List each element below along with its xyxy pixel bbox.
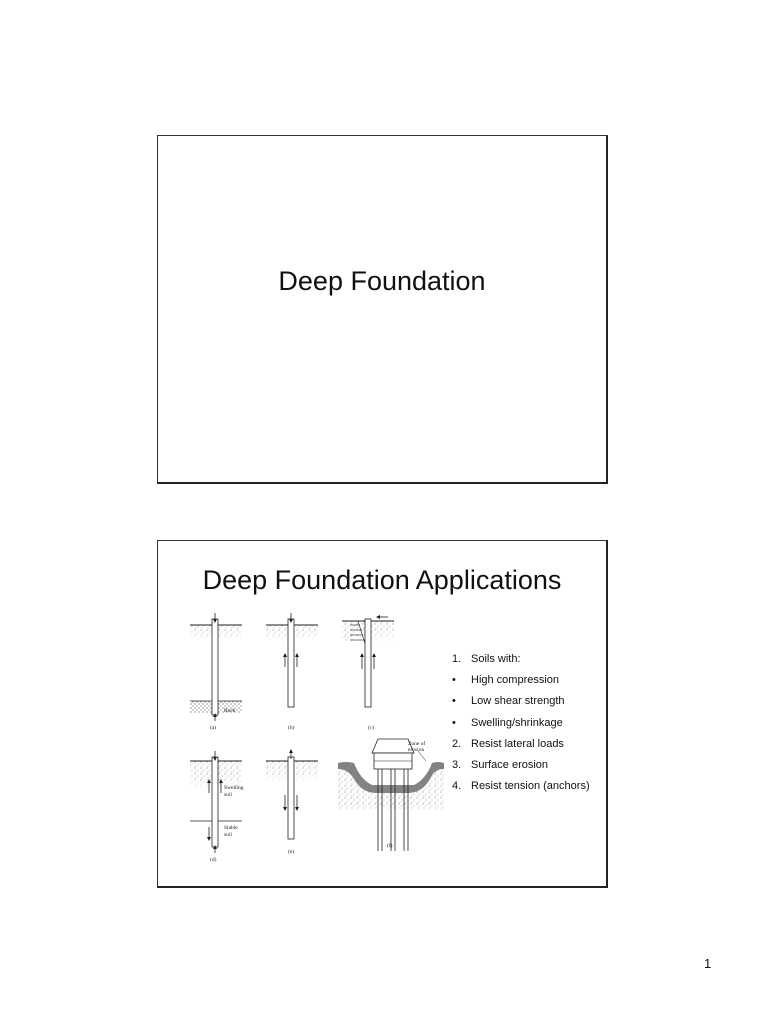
list-item-text: Surface erosion	[471, 759, 549, 772]
list-item: 1. Soils with:	[452, 649, 590, 670]
list-item: 2. Resist lateral loads	[452, 734, 590, 755]
panel-b: (b)	[266, 613, 318, 731]
list-marker: 2.	[452, 737, 462, 750]
panel-d-label: (d)	[210, 856, 217, 863]
stable-soil-label-2: soil	[224, 832, 232, 838]
panel-e-label: (e)	[288, 848, 294, 855]
list-item-text: Resist tension (anchors)	[471, 780, 590, 793]
panel-a-label: (a)	[210, 724, 216, 731]
applications-list: 1. Soils with: • High compression • Low she…	[452, 649, 590, 797]
pile-applications-figure: (a) Rock (b)	[190, 613, 444, 863]
panel-c-label: (c)	[368, 724, 374, 731]
list-marker: •	[452, 674, 456, 687]
list-item: 4. Resist tension (anchors)	[452, 776, 590, 797]
list-item-text: High compression	[471, 674, 560, 687]
list-item: 3. Surface erosion	[452, 755, 590, 776]
panel-f: Zone of erosion (f)	[338, 738, 444, 851]
slide-1-title: Deep Foundation	[278, 266, 486, 296]
swelling-soil-label-2: soil	[224, 792, 232, 798]
stable-soil-label-1: Stable	[224, 825, 238, 831]
slide-2: Deep Foundation Applications	[157, 540, 608, 888]
list-item-text: Low shear strength	[471, 695, 565, 708]
list-item-text: Soils with:	[471, 653, 521, 665]
panel-e: (e)	[266, 749, 318, 855]
panel-a: (a) Rock	[190, 613, 242, 731]
panel-f-label: (f)	[387, 842, 393, 849]
list-item-text: Swelling/shrinkage	[471, 716, 563, 729]
list-item: • Low shear strength	[452, 691, 590, 712]
panel-b-label: (b)	[288, 724, 295, 731]
erosion-zone-label-2: erosion	[408, 747, 424, 753]
list-item-text: Resist lateral loads	[471, 737, 564, 750]
panel-c: (c)	[342, 615, 394, 731]
slide-2-title: Deep Foundation Applications	[202, 565, 562, 595]
page-number: 1	[704, 956, 712, 971]
list-marker: 1.	[452, 653, 462, 665]
list-marker: 4.	[452, 780, 462, 793]
erosion-zone-label-1: Zone of	[408, 740, 425, 747]
rock-label: Rock	[224, 708, 236, 714]
slide-1: Deep Foundation	[157, 135, 608, 484]
swelling-soil-label-1: Swelling	[224, 785, 244, 791]
list-item: • High compression	[452, 670, 590, 691]
list-marker: •	[452, 695, 456, 708]
list-item: • Swelling/shrinkage	[452, 713, 590, 734]
list-marker: 3.	[452, 759, 462, 772]
panel-d: Swelling soil Stable soil (d)	[190, 751, 244, 863]
list-marker: •	[452, 716, 456, 729]
